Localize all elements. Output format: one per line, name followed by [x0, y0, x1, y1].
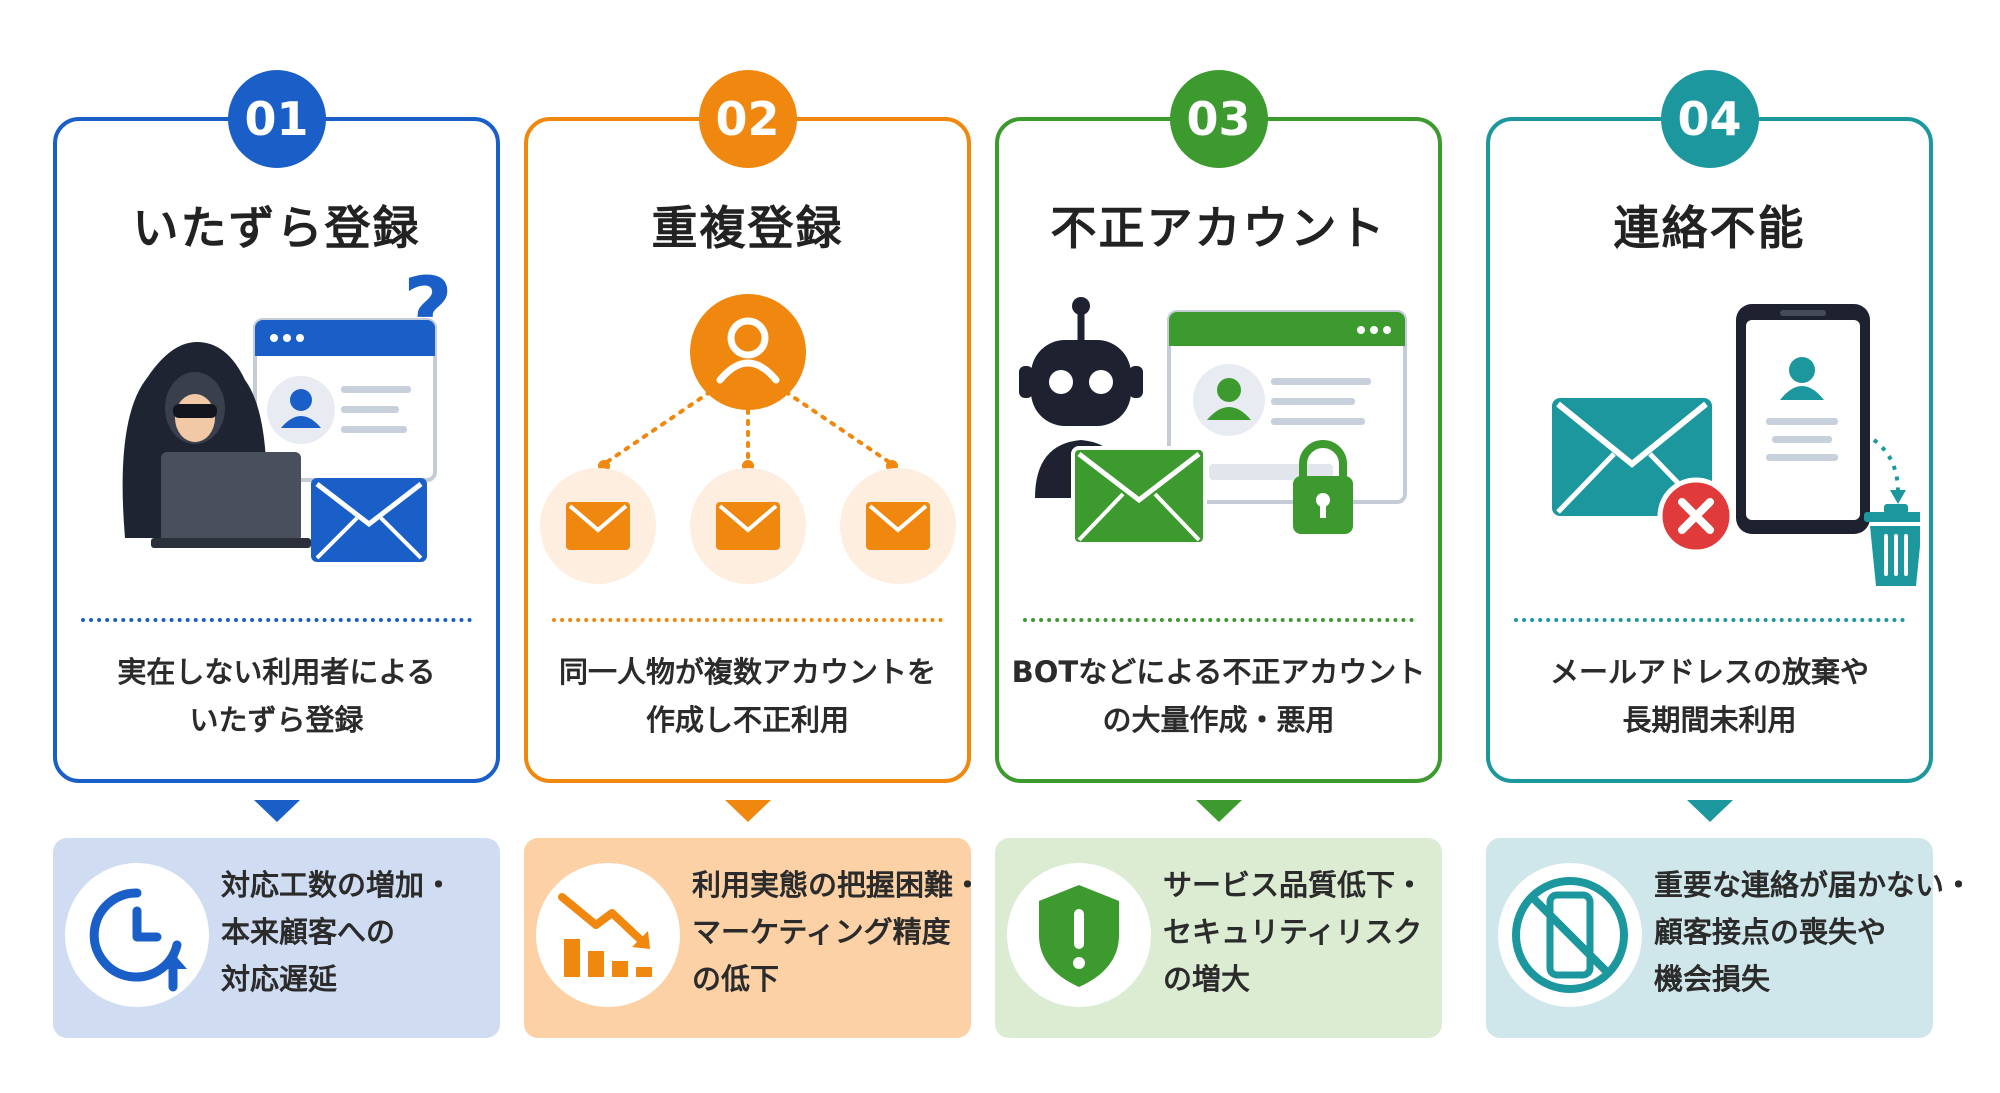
question-mark-icon: ? [403, 268, 453, 359]
divider-dots [1514, 618, 1905, 622]
issue-title: 連絡不能 [1613, 201, 1806, 255]
shield-warning-icon [1007, 863, 1151, 1007]
column-01: 01 いたずら登録 ? [53, 0, 500, 1093]
divider-dots [552, 618, 943, 622]
column-04: 04 連絡不能 メールアド [1486, 0, 1974, 1093]
divider-dots [81, 618, 472, 622]
envelope-icon [540, 468, 656, 584]
issue-title: 重複登録 [651, 201, 844, 255]
impact-box: 利用実態の把握困難・ マーケティング精度 の低下 [524, 838, 983, 1038]
envelope-icon [840, 468, 956, 584]
illustration [1019, 297, 1407, 546]
envelope-error-icon [1552, 398, 1735, 555]
column-03: 03 不正アカウント [995, 0, 1442, 1093]
no-phone-icon [1498, 863, 1642, 1007]
down-arrow-icon [1686, 800, 1733, 822]
issue-description: 同一人物が複数アカウントを 作成し不正利用 [558, 655, 936, 737]
step-number-badge: 04 [1660, 70, 1759, 168]
issue-description: BOTなどによる不正アカウント の大量作成・悪用 [1011, 655, 1426, 737]
down-arrow-icon [724, 800, 771, 822]
laptop-icon [151, 452, 311, 548]
impact-text: 重要な連絡が届かない・ 顧客接点の喪失や 機会損失 [1654, 868, 1974, 996]
impact-box: 対応工数の増加・ 本来顧客への 対応遅延 [53, 838, 500, 1038]
declining-chart-icon [536, 863, 680, 1007]
impact-box: 重要な連絡が届かない・ 顧客接点の喪失や 機会損失 [1486, 838, 1974, 1038]
column-02: 02 重複登録 同一人物が複数アカウントを 作成し不正利用 [524, 0, 983, 1093]
down-arrow-icon [1195, 800, 1242, 822]
impact-text: サービス品質低下・ セキュリティリスク の増大 [1163, 868, 1425, 996]
user-profile-icon [1193, 364, 1265, 436]
impact-text: 利用実態の把握困難・ マーケティング精度 の低下 [692, 868, 983, 996]
illustration [1552, 304, 1920, 586]
user-profile-icon [267, 376, 335, 444]
issue-description: 実在しない利用者による いたずら登録 [117, 655, 436, 737]
impact-box: サービス品質低下・ セキュリティリスク の増大 [995, 838, 1442, 1038]
envelope-icon [1071, 446, 1207, 546]
user-circle-icon [690, 294, 806, 410]
issue-card [524, 117, 971, 783]
impact-text: 対応工数の増加・ 本来顧客への 対応遅延 [221, 868, 454, 996]
issue-description: メールアドレスの放棄や 長期間未利用 [1549, 655, 1869, 737]
user-profile-icon [1766, 357, 1838, 461]
issue-title: いたずら登録 [132, 201, 421, 255]
divider-dots [1023, 618, 1414, 622]
padlock-icon [1293, 440, 1353, 534]
trash-can-icon [1864, 504, 1920, 586]
down-arrow-icon [253, 800, 300, 822]
step-number-badge: 01 [227, 70, 326, 168]
envelope-icon [311, 478, 427, 562]
illustration: ? [122, 268, 453, 562]
browser-window-icon [1167, 310, 1407, 504]
step-number-badge: 02 [698, 70, 797, 168]
step-number-badge: 03 [1169, 70, 1268, 168]
illustration [540, 294, 956, 584]
issue-title: 不正アカウント [1050, 201, 1387, 255]
clock-up-arrow-icon [65, 863, 209, 1007]
envelope-icon [690, 468, 806, 584]
